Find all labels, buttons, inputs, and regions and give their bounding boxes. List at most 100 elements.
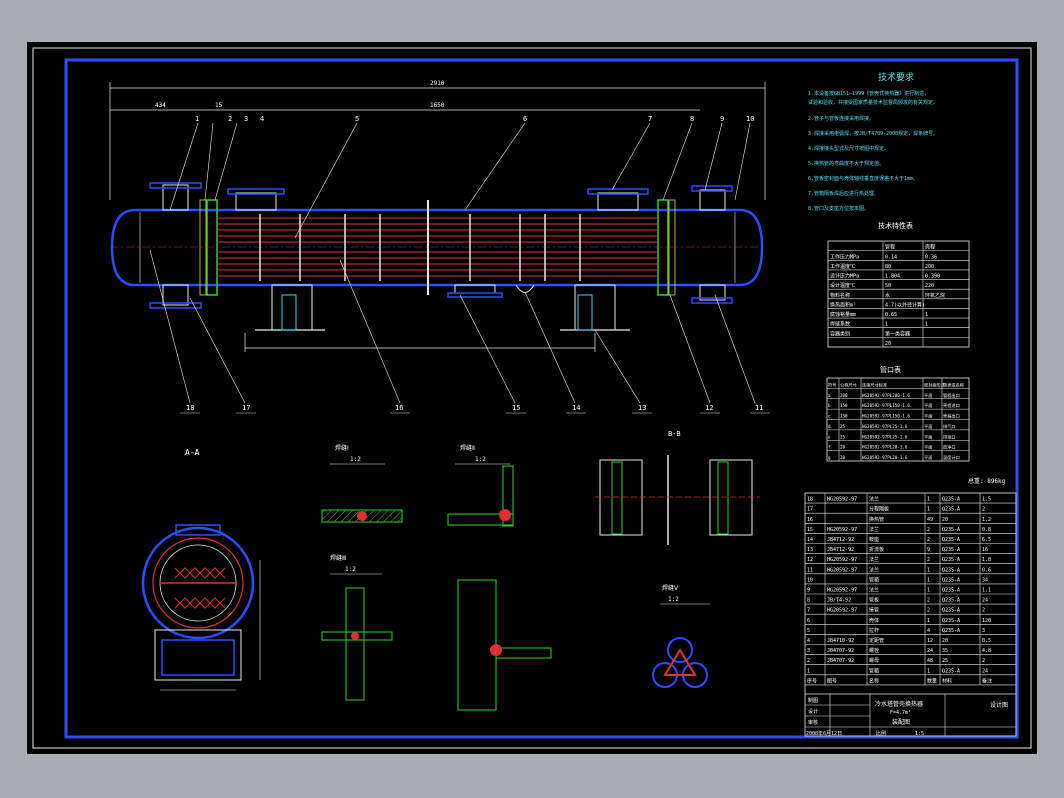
bom-cell: 7 (807, 608, 810, 614)
bom-cell: 1 (807, 668, 810, 674)
nozzle-table-cell: 20 (840, 455, 846, 460)
bom-cell: 4.8 (982, 648, 991, 654)
bom-cell: 20 (942, 517, 948, 523)
nozzle-table-cell: 平面 (924, 414, 932, 420)
bom-cell: Q235-A (942, 608, 960, 614)
nozzle-table-cell: 用途或名称 (943, 381, 964, 388)
bom-cell: 图号 (827, 678, 837, 684)
nozzle-table-cell: 连接尺寸标准 (862, 381, 887, 388)
balloon-1: 1 (195, 115, 199, 123)
bom-cell: 2 (927, 527, 930, 533)
nozzle-table-cell: 150 (840, 414, 848, 419)
bom-cell: 8 (807, 598, 810, 604)
tech-table-cell: 0.390 (925, 274, 940, 280)
bom-cell: 1 (927, 567, 930, 573)
bom-cell: 法兰 (869, 496, 879, 503)
nozzle-table-cell: g (828, 455, 831, 460)
bom-cell: Q235-A (942, 588, 960, 594)
balloon-7: 7 (648, 115, 652, 123)
bom-cell: 1.5 (982, 497, 991, 503)
bom-cell: 2 (982, 608, 985, 614)
inner-frame (64, 58, 1019, 739)
bom-cell: JB4707-92 (827, 658, 854, 664)
section-bb-view: B-B (595, 430, 760, 545)
bom-cell: 数量 (927, 677, 937, 684)
nozzle-table-cell: 放净口 (943, 444, 956, 451)
weld-detail-4 (457, 579, 552, 711)
bom-cell: 5 (807, 628, 810, 634)
section-aa-view: A-A (141, 448, 261, 691)
bom-cell: 3 (807, 648, 810, 654)
balloon-15: 15 (512, 404, 520, 412)
dim-gap: 15 (215, 102, 223, 109)
tech-table-cell: 设计温度℃ (830, 282, 855, 289)
nozzle-table-cell: 密封面形式 (924, 381, 946, 388)
technical-requirements: 技术要求 1.本设备按GB151—1999《管壳式换热器》进行制造， 试验和验收… (808, 71, 938, 212)
bom-cell: 定距管 (869, 637, 884, 644)
tb-date: 2008年6月12日 (806, 730, 842, 737)
bom-cell: HG20592-97 (827, 497, 857, 503)
balloon-14: 14 (572, 404, 580, 412)
bom-cell: 管箱 (869, 667, 879, 674)
tech-table-cell: 工作温度℃ (830, 263, 855, 270)
nozzle-table-cell: f (828, 445, 831, 450)
tech-table-cell: 0.36 (925, 254, 937, 260)
bom-cell: 11 (807, 567, 813, 573)
bom-cell: 9 (927, 547, 930, 553)
nozzle-table-cell: e (828, 434, 831, 439)
tech-table-cell: 1 (885, 322, 888, 328)
sheet-background (27, 42, 1037, 754)
tech-table-cell: 壳程 (925, 244, 935, 251)
tech-req-line-7: 6.管板密封面与壳体轴线垂直度误差不大于1mm。 (808, 175, 918, 182)
tb-label-review: 审核 (808, 719, 818, 726)
nozzle-table-cell: HG20592-97PL200-1.6 (862, 393, 910, 398)
bom-cell: 120 (982, 618, 991, 624)
nozzle-table-cell: 排液口 (943, 433, 956, 440)
bom-cell: 1.2 (982, 517, 991, 523)
weld-detail-1: 焊缝Ⅰ 1:2 (321, 444, 403, 523)
bom-cell: JB/T4-92 (827, 598, 851, 604)
bom-cell: 换热管 (869, 516, 884, 523)
bom-cell: 16 (807, 517, 813, 523)
weld-label-3: 焊缝Ⅲ (330, 554, 346, 562)
nozzle-table-cell: 平面 (924, 434, 932, 440)
balloon-4: 4 (260, 115, 264, 123)
tech-table-cell: 4.7(以外径计算) (885, 301, 925, 308)
bom-cell: 鞍座 (869, 536, 879, 543)
tech-req-line-3: 2.管子与管板连接采用焊接。 (808, 115, 874, 122)
balloon-3: 3 (244, 115, 248, 123)
bom-cell: 法兰 (869, 587, 879, 594)
nozzle-table-cell: 平面 (924, 445, 932, 451)
bom-cell: 2 (982, 507, 985, 513)
bom-cell: Q235-A (942, 628, 960, 634)
balloon-12: 12 (705, 404, 713, 412)
bom-cell: 1 (927, 618, 930, 624)
bom-cell: 20 (942, 638, 948, 644)
bom-cell: Q235-A (942, 567, 960, 573)
bom-cell: 1 (927, 668, 930, 674)
nozzle-table-cell: c (828, 414, 831, 419)
tech-table-cell: 第一类容器 (885, 330, 910, 337)
nozzle-table-cell: 符号 (828, 381, 836, 388)
tb-type: 装配图 (892, 718, 910, 726)
bom-cell: 14 (807, 537, 813, 543)
bom-cell: 10 (807, 577, 813, 583)
tb-subtitle: F=4.7m² (890, 710, 911, 716)
baffles (259, 214, 581, 281)
balloon-10: 10 (746, 115, 754, 123)
tech-table-cell: 换热面积m² (830, 301, 856, 308)
bom-cell: HG20592-97 (827, 588, 857, 594)
bom-cell: 2 (982, 658, 985, 664)
nozzle-table-cell: 壳程出口 (943, 413, 960, 420)
bom-cell: Q235-A (942, 668, 960, 674)
bom-cell: JB4712-92 (827, 547, 854, 553)
bom-cell: 法兰 (869, 526, 879, 533)
bom-cell: 12 (807, 557, 813, 563)
balloon-2: 2 (228, 115, 232, 123)
tech-table-cell: 容器类别 (830, 330, 850, 337)
tech-req-line-2: 试验和验收，并接受国家质量技术监督局颁发的有关规定。 (808, 99, 938, 106)
balloon-18: 18 (186, 404, 194, 412)
nozzle-table-cell: b (828, 403, 831, 408)
